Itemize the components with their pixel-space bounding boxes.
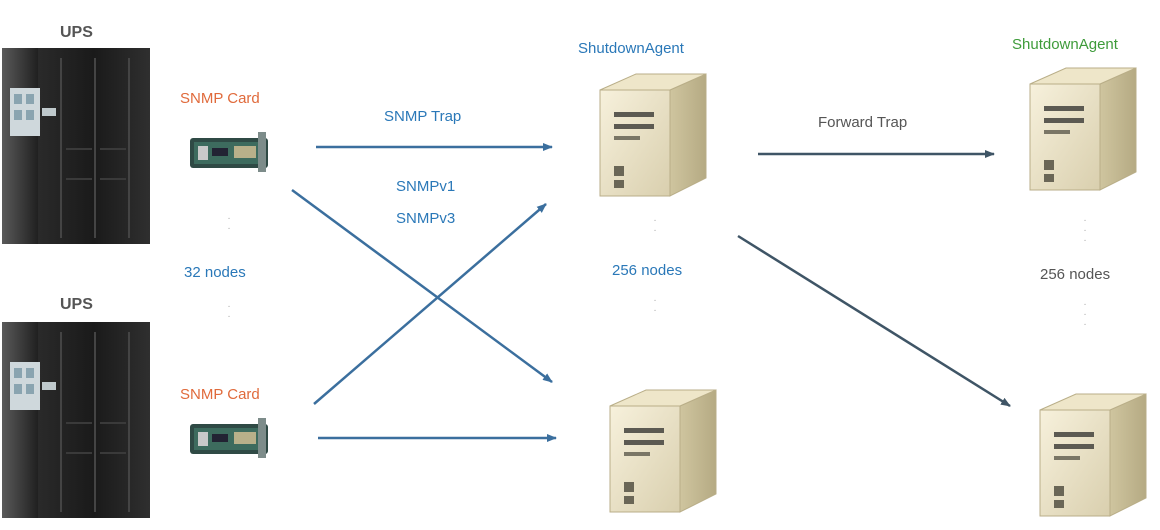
ellipsis-dots: .. [227, 299, 231, 320]
snmp-card-icon [190, 132, 268, 172]
server-icon [599, 73, 707, 197]
ellipsis-dots: .. [227, 211, 231, 232]
ellipsis-dots: ... [1083, 297, 1087, 328]
ups-count-label: 32 nodes [184, 264, 246, 281]
agent-count-label: 256 nodes [612, 262, 683, 279]
ups-cabinet-icon [2, 48, 150, 244]
forward-trap-label: Forward Trap [818, 114, 908, 131]
ups-cabinet-icon [2, 322, 150, 518]
ellipsis-dots: .. [653, 293, 657, 314]
shutdown-agent-title: ShutdownAgent [1012, 36, 1118, 53]
snmpv1-label: SNMPv1 [396, 178, 456, 195]
server-icon [1029, 67, 1137, 191]
snmp-card-label: SNMP Card [180, 90, 260, 107]
snmp-card-icon [190, 418, 268, 458]
snmp-cross-arrow-up [313, 203, 547, 405]
agent-count-label: 256 nodes [1040, 266, 1111, 283]
snmp-card-label: SNMP Card [180, 386, 260, 403]
snmp-cross-arrow-down [291, 188, 553, 384]
shutdown-agent-title: ShutdownAgent [578, 40, 684, 57]
snmp-trap-label: SNMP Trap [384, 108, 462, 125]
ellipsis-dots: ... [1083, 213, 1087, 244]
ellipsis-dots: .. [653, 213, 657, 234]
forward-trap-diagonal-arrow [737, 234, 1011, 408]
ups-label: UPS [60, 296, 93, 313]
snmpv3-label: SNMPv3 [396, 210, 456, 227]
server-icon [609, 389, 717, 513]
ups-label: UPS [60, 24, 93, 41]
server-icon [1039, 393, 1147, 517]
